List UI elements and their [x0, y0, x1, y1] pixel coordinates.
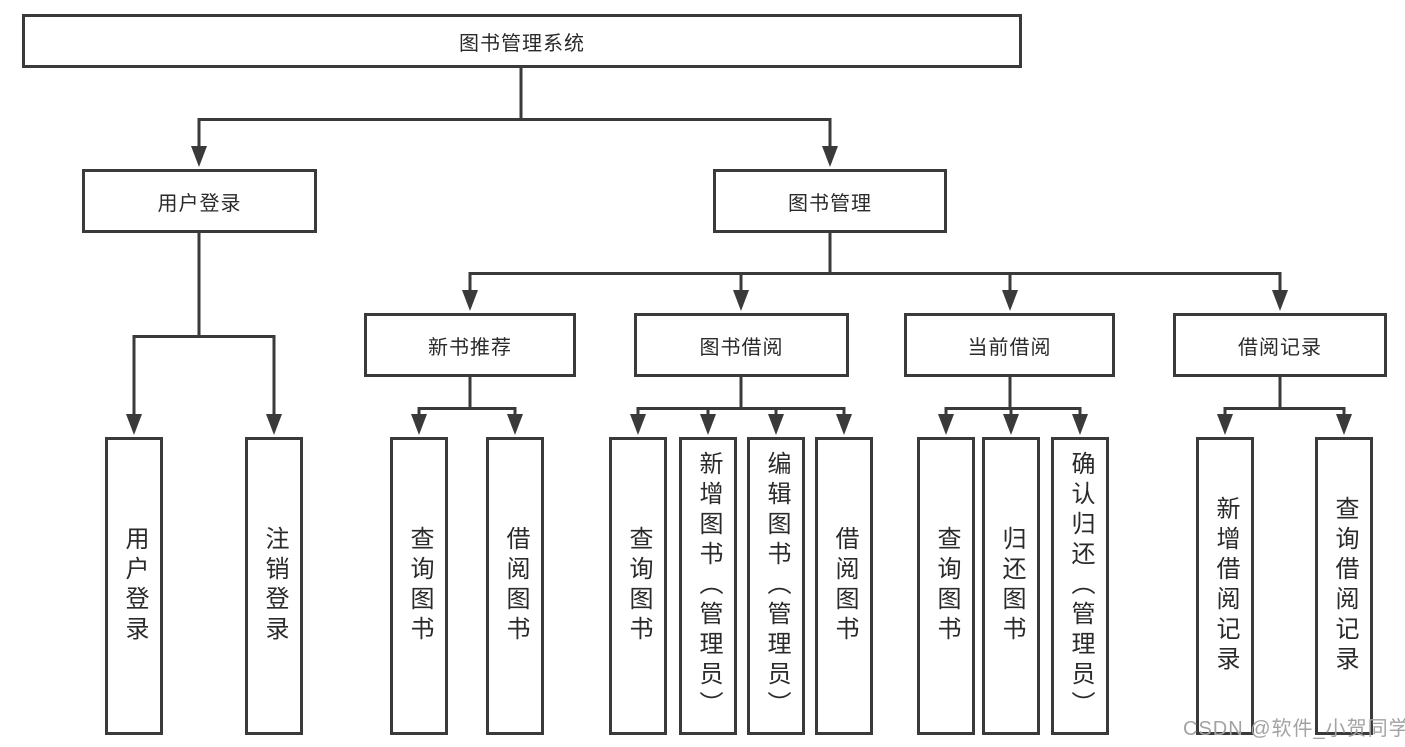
node-label: 新增借阅记录 [1212, 496, 1239, 676]
arrowhead-icon [462, 290, 478, 311]
arrowhead-icon [1217, 414, 1233, 435]
node-label: 查询图书 [625, 526, 652, 646]
connector-borrow-rail [636, 377, 846, 416]
node-label: 借阅记录 [1238, 336, 1322, 359]
arrowhead-icon [1002, 290, 1018, 311]
node-label: 新书推荐 [428, 336, 512, 359]
node-label: 归还图书 [998, 526, 1025, 646]
arrowhead-icon [630, 414, 646, 435]
node-label: 图书借阅 [699, 336, 784, 359]
arrowhead-icon [411, 414, 427, 435]
connector-current-rail [944, 377, 1082, 416]
node-label: 查询图书 [933, 526, 960, 646]
leaf-add-borrow-record: 新增借阅记录 [1196, 437, 1254, 735]
node-borrow-records: 借阅记录 [1173, 313, 1387, 377]
leaf-borrow-books: 借阅图书 [486, 437, 544, 735]
node-label: 新增图书（管理员） [695, 451, 722, 721]
connector-records-rail [1223, 377, 1346, 416]
arrowhead-icon [266, 414, 282, 435]
arrowhead-icon [126, 414, 142, 435]
node-user-login: 用户登录 [82, 169, 317, 233]
leaf-user-login: 用户登录 [105, 437, 163, 735]
connector-level2-rail [197, 118, 832, 148]
arrowhead-icon [836, 414, 852, 435]
node-book-borrow: 图书借阅 [634, 313, 849, 377]
node-label: 编辑图书（管理员） [763, 451, 790, 721]
leaf-confirm-return-admin: 确认归还（管理员） [1051, 437, 1109, 735]
leaf-query-books: 查询图书 [609, 437, 667, 735]
connector-login-rail [132, 335, 276, 416]
arrowhead-icon [733, 290, 749, 311]
node-label: 当前借阅 [967, 336, 1052, 359]
arrowhead-icon [1003, 414, 1019, 435]
arrowhead-icon [768, 414, 784, 435]
arrowhead-icon [1072, 414, 1088, 435]
node-new-book-recommend: 新书推荐 [364, 313, 576, 377]
leaf-borrow-books: 借阅图书 [815, 437, 873, 735]
leaf-edit-books-admin: 编辑图书（管理员） [747, 437, 805, 735]
node-label: 借阅图书 [831, 526, 858, 646]
node-label: 注销登录 [261, 526, 288, 646]
connector-newbooks-rail [417, 377, 517, 416]
leaf-query-borrow-record: 查询借阅记录 [1315, 437, 1373, 735]
connector-level3-rail [468, 272, 1282, 292]
arrowhead-icon [191, 146, 207, 167]
arrowhead-icon [822, 146, 838, 167]
arrowhead-icon [1272, 290, 1288, 311]
node-label: 查询借阅记录 [1331, 496, 1358, 676]
arrowhead-icon [507, 414, 523, 435]
leaf-logout: 注销登录 [245, 437, 303, 735]
csdn-watermark: CSDN @软件_小贺同学 [1183, 718, 1405, 740]
node-label: 图书管理系统 [459, 32, 585, 55]
arrowhead-icon [700, 414, 716, 435]
node-label: 查询图书 [406, 526, 433, 646]
leaf-add-books-admin: 新增图书（管理员） [679, 437, 737, 735]
arrowhead-icon [938, 414, 954, 435]
node-label: 借阅图书 [502, 526, 529, 646]
node-label: 确认归还（管理员） [1067, 451, 1094, 721]
node-label: 图书管理 [788, 192, 872, 215]
node-book-management: 图书管理 [713, 169, 947, 233]
node-system-root: 图书管理系统 [22, 14, 1022, 68]
arrowhead-icon [1336, 414, 1352, 435]
node-current-borrow: 当前借阅 [904, 313, 1115, 377]
leaf-query-books: 查询图书 [390, 437, 448, 735]
node-label: 用户登录 [121, 526, 148, 646]
leaf-query-books: 查询图书 [917, 437, 975, 735]
leaf-return-books: 归还图书 [982, 437, 1040, 735]
node-label: 用户登录 [157, 192, 242, 215]
